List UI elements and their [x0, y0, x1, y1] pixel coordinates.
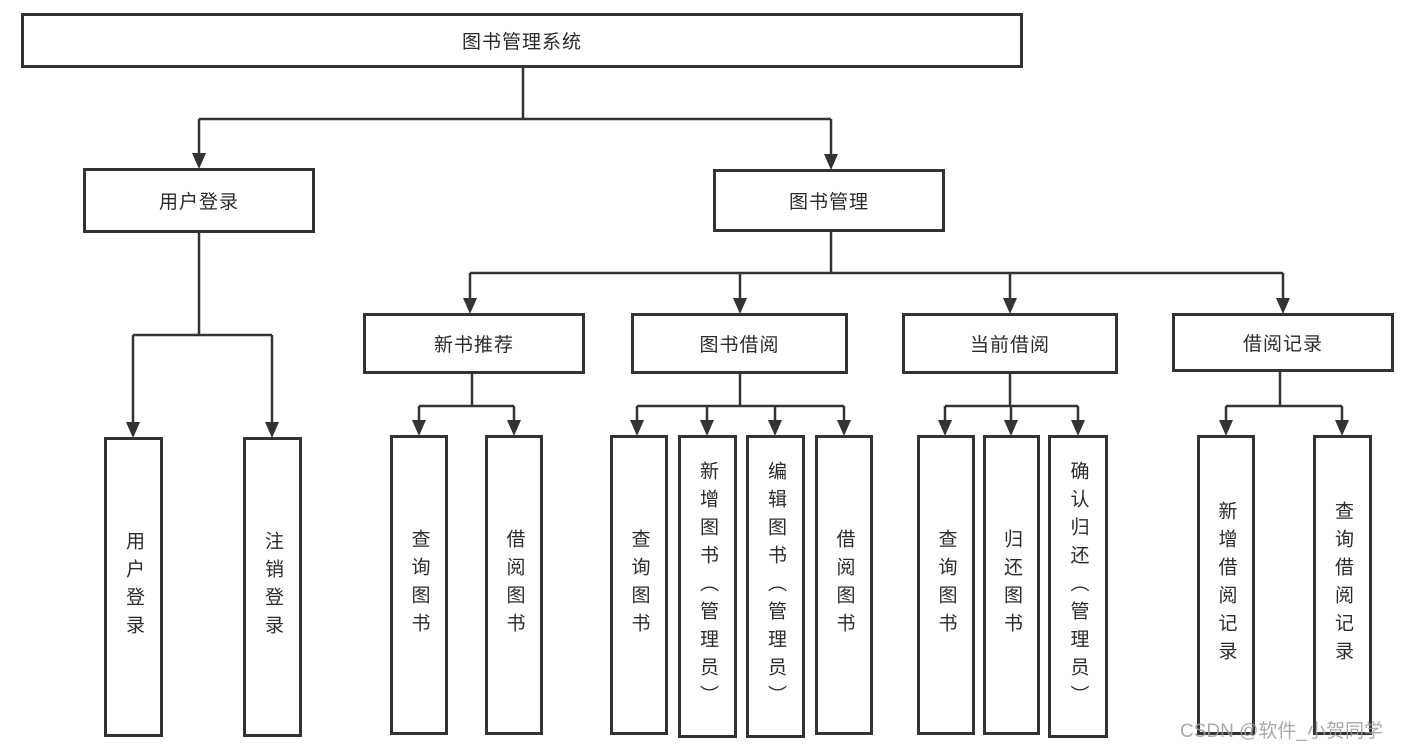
arrowhead-bor-add	[700, 420, 714, 436]
node-borrow-records-label: 借阅记录	[1242, 334, 1323, 355]
node-book-mgmt: 图书管理	[713, 169, 945, 232]
connector-borrow-records-group	[1224, 372, 1344, 423]
node-leaf-cur-confirm: 确认归还（管理员）	[1048, 435, 1108, 738]
node-leaf-login-label: 用户登录	[123, 531, 144, 643]
connector-current-borrow-group	[943, 374, 1080, 423]
arrowhead-book-borrow	[733, 298, 747, 314]
node-leaf-cur-confirm-label: 确认归还（管理员）	[1067, 460, 1089, 713]
node-leaf-bor-add: 新增图书（管理员）	[678, 435, 737, 738]
node-leaf-rec-query-label: 查询图书	[408, 529, 430, 641]
arrowhead-cur-return	[1004, 420, 1018, 436]
node-leaf-rec2-query: 查询借阅记录	[1313, 435, 1372, 735]
node-current-borrow: 当前借阅	[902, 313, 1118, 374]
arrowhead-current-borrow	[1003, 298, 1017, 314]
node-leaf-logout: 注销登录	[243, 437, 302, 737]
node-borrow-records: 借阅记录	[1172, 313, 1394, 372]
node-leaf-bor-edit: 编辑图书（管理员）	[746, 435, 805, 738]
arrowhead-user-login	[192, 153, 206, 169]
node-leaf-rec-query: 查询图书	[390, 435, 448, 735]
node-root: 图书管理系统	[21, 13, 1023, 68]
arrowhead-rec-query	[412, 420, 426, 436]
node-new-book-rec-label: 新书推荐	[433, 335, 514, 356]
arrowhead-borrow-records	[1276, 298, 1290, 314]
node-leaf-bor-edit-label: 编辑图书（管理员）	[765, 460, 786, 713]
node-book-borrow-label: 图书借阅	[699, 335, 780, 356]
connector-root-to-level2	[197, 68, 833, 157]
node-leaf-rec2-add: 新增借阅记录	[1197, 435, 1255, 735]
arrowhead-bor-query	[630, 420, 644, 436]
node-leaf-cur-query: 查询图书	[917, 435, 975, 735]
node-leaf-rec-borrow: 借阅图书	[485, 435, 543, 735]
node-leaf-bor-query: 查询图书	[610, 435, 668, 735]
connector-book-mgmt-group	[468, 232, 1285, 301]
node-book-borrow: 图书借阅	[631, 313, 848, 374]
connector-book-borrow-group	[635, 374, 846, 423]
csdn-watermark: CSDN @软件_小贺同学	[1180, 721, 1383, 742]
arrowhead-login	[126, 422, 140, 438]
arrowhead-rec2-add	[1219, 420, 1233, 436]
arrowhead-rec-borrow	[507, 420, 521, 436]
node-user-login-label: 用户登录	[158, 192, 239, 213]
node-leaf-logout-label: 注销登录	[262, 531, 283, 643]
arrowhead-bor-edit	[768, 420, 782, 436]
node-leaf-rec2-add-label: 新增借阅记录	[1215, 501, 1237, 669]
connector-user-login-group	[131, 233, 274, 424]
node-leaf-login: 用户登录	[104, 437, 163, 737]
node-book-mgmt-label: 图书管理	[788, 192, 869, 213]
arrowhead-new-book-rec	[463, 298, 477, 314]
node-leaf-cur-return: 归还图书	[983, 435, 1040, 735]
node-leaf-rec2-query-label: 查询借阅记录	[1332, 501, 1353, 669]
arrowhead-bor-borrow	[837, 420, 851, 436]
node-leaf-bor-borrow: 借阅图书	[815, 435, 873, 735]
node-user-login: 用户登录	[83, 168, 315, 233]
node-leaf-cur-return-label: 归还图书	[1001, 529, 1022, 641]
node-leaf-cur-query-label: 查询图书	[935, 529, 957, 641]
node-new-book-rec: 新书推荐	[363, 313, 585, 374]
arrowhead-book-mgmt	[824, 154, 838, 170]
node-leaf-bor-borrow-label: 借阅图书	[833, 529, 855, 641]
arrowhead-cur-confirm	[1071, 420, 1085, 436]
arrowhead-cur-query	[938, 420, 952, 436]
node-current-borrow-label: 当前借阅	[969, 335, 1050, 356]
node-root-label: 图书管理系统	[461, 32, 582, 53]
connector-new-book-rec-group	[417, 374, 516, 423]
node-leaf-bor-add-label: 新增图书（管理员）	[697, 460, 718, 713]
node-leaf-rec-borrow-label: 借阅图书	[503, 529, 525, 641]
node-leaf-bor-query-label: 查询图书	[628, 529, 650, 641]
arrowhead-logout	[265, 422, 279, 438]
arrowhead-rec2-query	[1335, 420, 1349, 436]
